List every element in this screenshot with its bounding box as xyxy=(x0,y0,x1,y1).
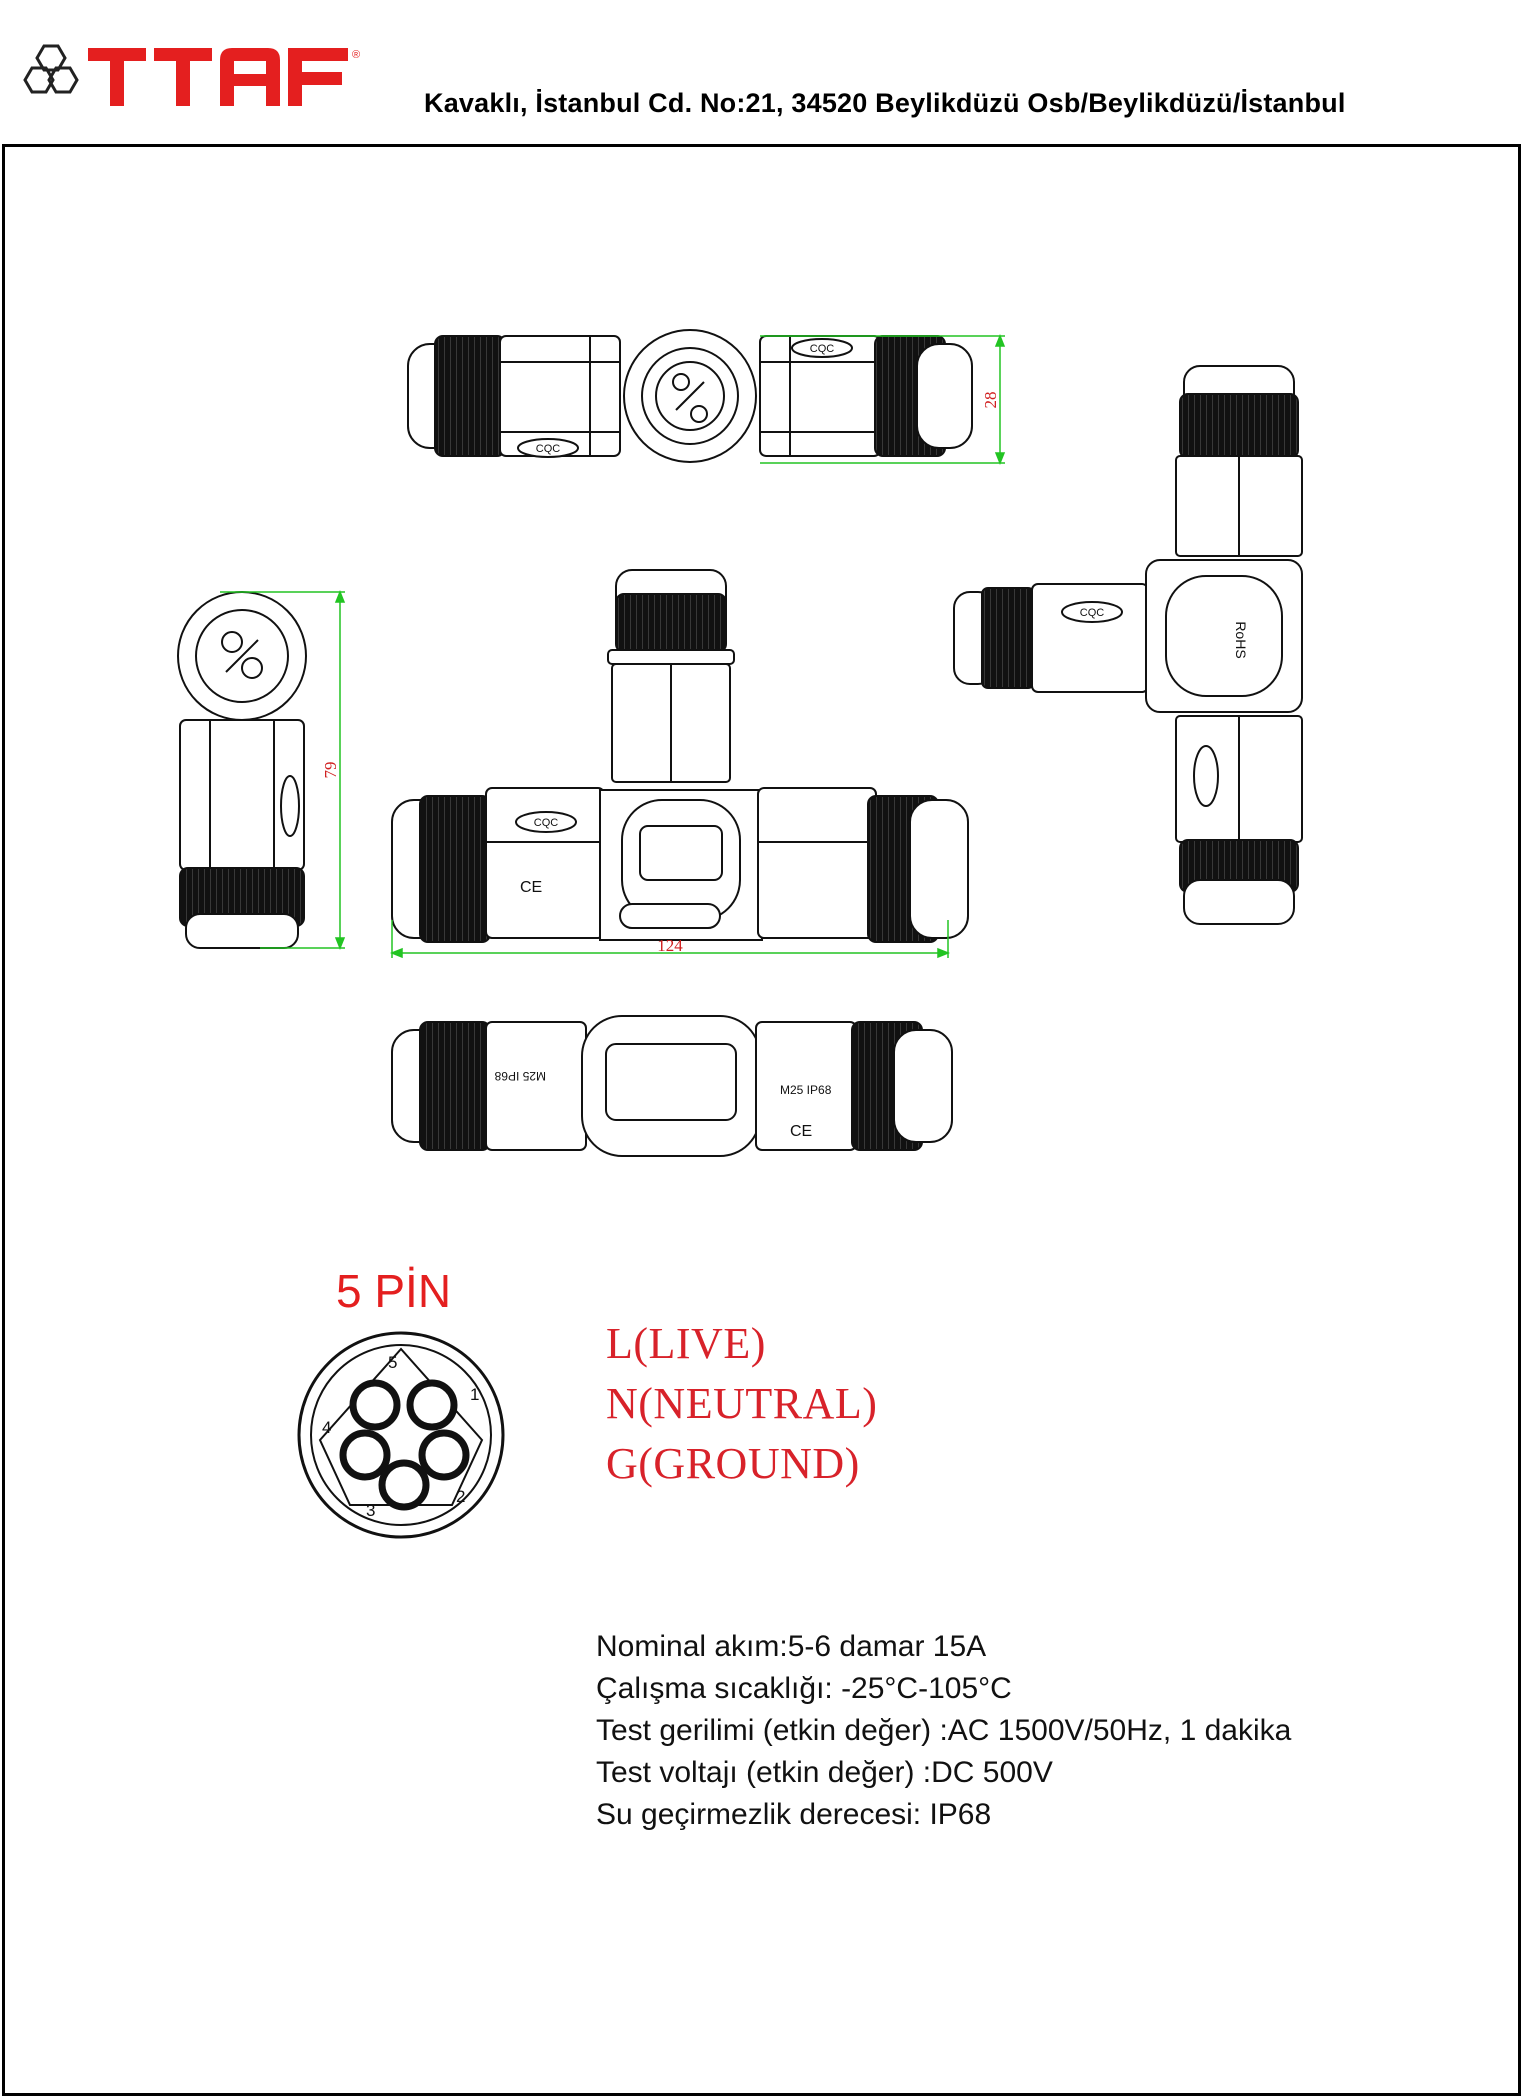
registered-mark: ® xyxy=(352,49,360,61)
ce-mark: CE xyxy=(520,879,542,896)
dimension-side-value: 79 xyxy=(321,762,340,779)
dimension-top-value: 28 xyxy=(981,392,1000,409)
right-view: CQC RoHS xyxy=(953,365,1303,925)
spec-nominal-current: Nominal akım:5-6 damar 15A xyxy=(596,1630,987,1663)
front-view: CQC CE xyxy=(391,569,969,943)
spec-test-voltage-ac: Test gerilimi (etkin değer) :AC 1500V/50… xyxy=(596,1714,1292,1747)
dimension-side xyxy=(220,589,346,951)
spec-waterproof-rating: Su geçirmezlik derecesi: IP68 xyxy=(596,1798,992,1831)
rohs-mark: RoHS xyxy=(1233,621,1249,658)
pin-number: 2 xyxy=(456,1487,465,1506)
top-view: CQC CQC xyxy=(407,329,973,463)
company-address: Kavaklı, İstanbul Cd. No:21, 34520 Beyli… xyxy=(424,88,1346,118)
cqc-mark: CQC xyxy=(1080,607,1105,619)
pin-number: 5 xyxy=(388,1353,397,1372)
pin-number: 1 xyxy=(470,1385,479,1404)
pin-count-title: 5 PİN xyxy=(336,1265,452,1317)
ip-rating-mark: M25 IP68 xyxy=(780,1083,832,1097)
legend-live: L(LIVE) xyxy=(606,1319,766,1368)
pin-numbers: 1 2 3 4 5 xyxy=(322,1353,479,1520)
pin-face-diagram xyxy=(297,1331,505,1539)
cqc-mark: CQC xyxy=(536,443,561,455)
legend-ground: G(GROUND) xyxy=(606,1439,860,1488)
pin-number: 4 xyxy=(322,1418,331,1437)
ce-mark: CE xyxy=(790,1123,812,1140)
spec-test-voltage-dc: Test voltajı (etkin değer) :DC 500V xyxy=(596,1756,1053,1789)
dimension-top xyxy=(760,333,1006,466)
page-header: ® Kavaklı, İstanbul Cd. No:21, 34520 Bey… xyxy=(0,0,1526,142)
hexagon-cluster-icon xyxy=(23,44,79,94)
dimension-front xyxy=(389,920,951,959)
drawing-frame xyxy=(2,144,1521,2096)
pin-number: 3 xyxy=(366,1501,375,1520)
cqc-mark: CQC xyxy=(810,343,835,355)
ip-rating-mark: M25 IP68 xyxy=(494,1069,546,1083)
legend-neutral: N(NEUTRAL) xyxy=(606,1379,878,1428)
cqc-mark: CQC xyxy=(534,817,559,829)
side-view xyxy=(177,591,307,949)
ttaf-wordmark xyxy=(88,48,348,106)
dimension-front-value: 124 xyxy=(657,936,683,955)
ttaf-logo: ® xyxy=(23,44,360,106)
bottom-view: M25 IP68 M25 IP68 CE xyxy=(391,1015,953,1157)
spec-operating-temperature: Çalışma sıcaklığı: -25°C-105°C xyxy=(596,1672,1012,1705)
